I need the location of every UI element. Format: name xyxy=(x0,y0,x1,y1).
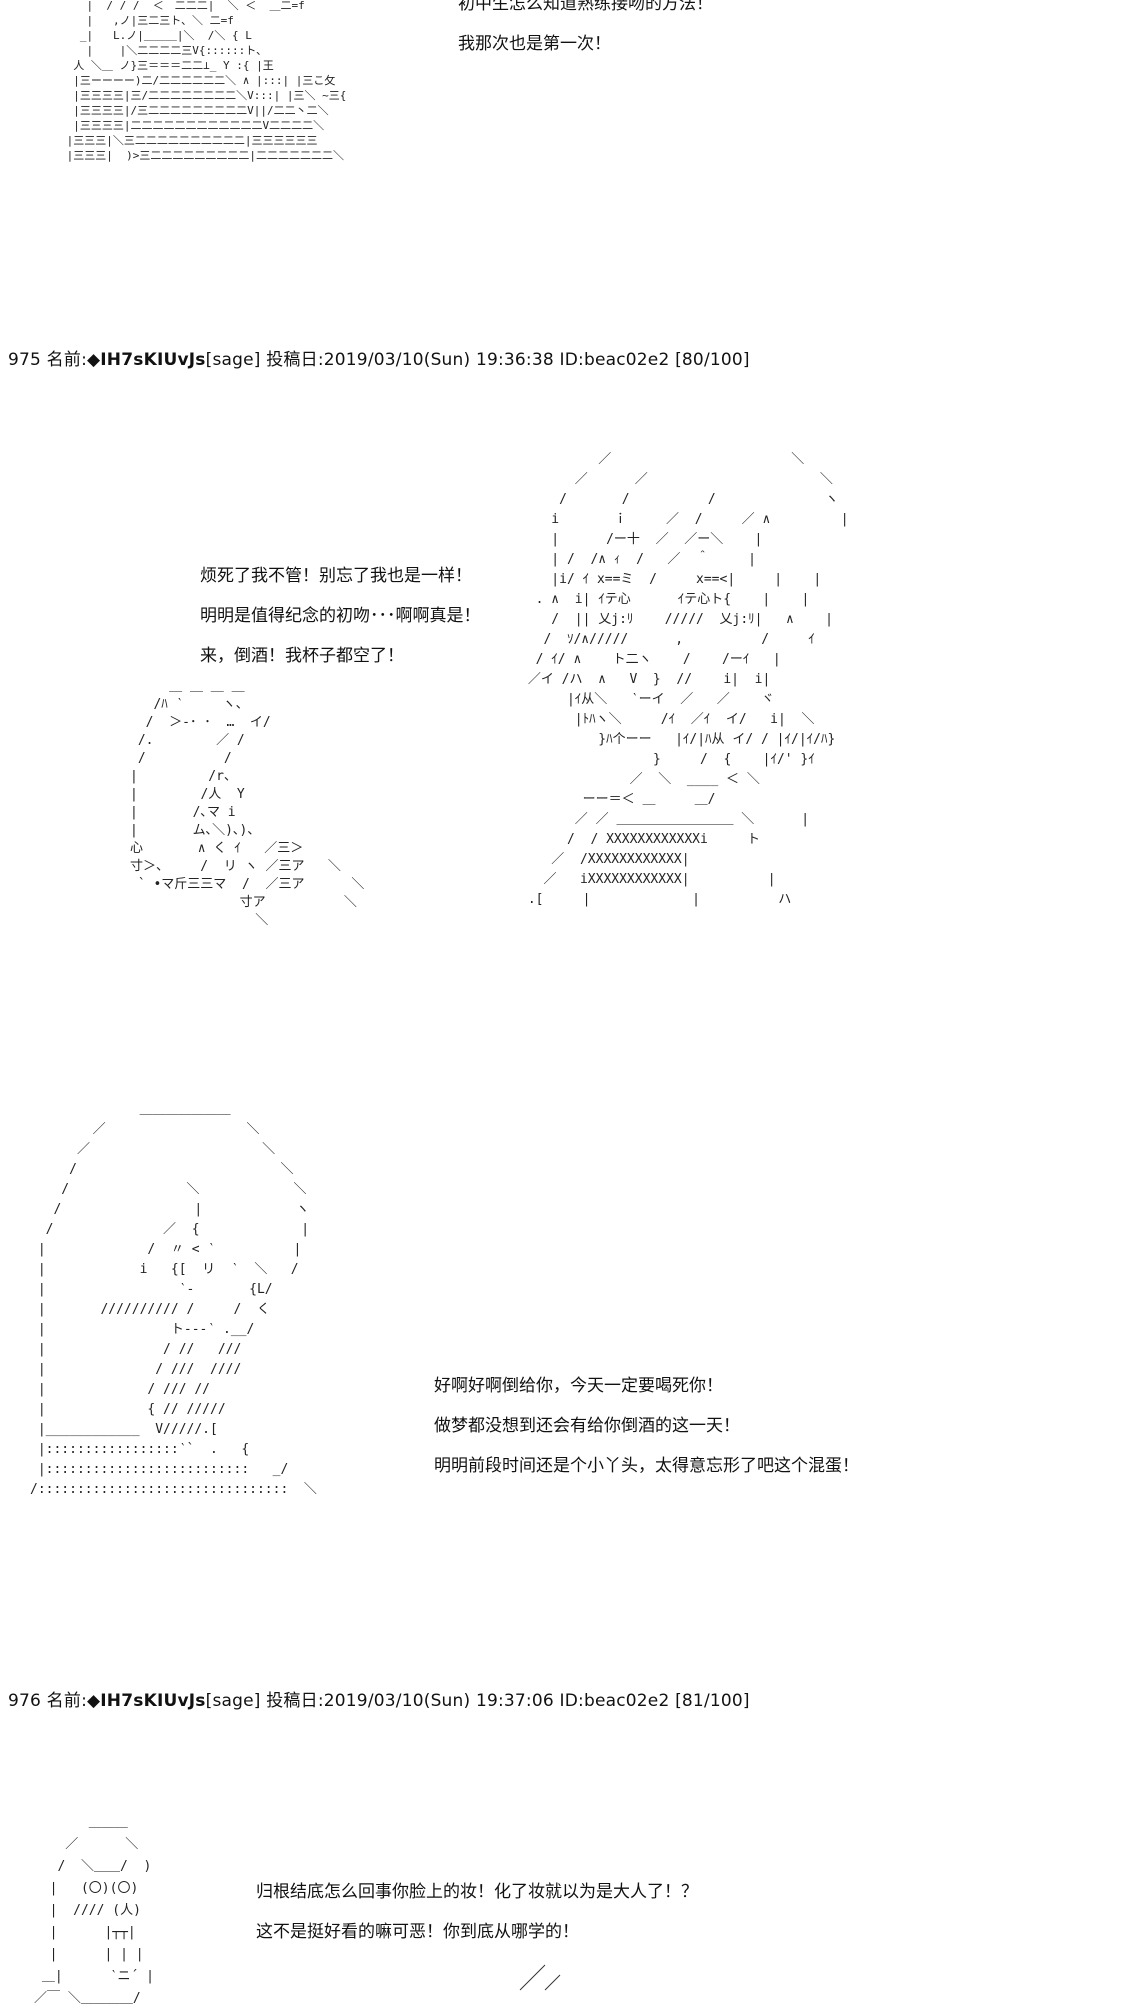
dialogue-line: 来，倒酒！我杯子都空了！ xyxy=(200,646,404,666)
ascii-girl: ／ ＼ ／ ／ ＼ / / / ヽ i ｉ ／ / ／ ∧ | | /ー十 ／ … xyxy=(527,452,849,907)
dialogue-976: 归根结底怎么回事你脸上的妆！化了妆就以为是大人了！？ 这不是挺好看的嘛可恶！你到… xyxy=(256,1872,698,1952)
post-trip: ◆IH7sKIUvJs xyxy=(87,1691,206,1711)
post-header-975: 975 名前:◆IH7sKIUvJs[sage] 投稿日:2019/03/10(… xyxy=(8,345,750,370)
dialogue-line: 归根结底怎么回事你脸上的妆！化了妆就以为是大人了！？ xyxy=(256,1882,698,1902)
dialogue-975a: 烦死了我不管！别忘了我也是一样！ 明明是值得纪念的初吻･･･啊啊真是！ 来，倒酒… xyxy=(200,556,481,676)
dialogue-line: 明明是值得纪念的初吻･･･啊啊真是！ xyxy=(200,606,481,626)
dialogue-line: 好啊好啊倒给你，今天一定要喝死你！ xyxy=(434,1376,723,1396)
dialogue-top: 初中生怎么知道熟练接吻的方法！ 我那次也是第一次！ xyxy=(458,0,713,64)
post-date-label: 投稿日: xyxy=(266,1691,324,1711)
post-header-976: 976 名前:◆IH7sKIUvJs[sage] 投稿日:2019/03/10(… xyxy=(8,1686,750,1711)
post-date: 2019/03/10(Sun) 19:36:38 xyxy=(323,350,554,370)
ascii-mug: ＿ ＿ ＿ ＿ /ﾊ ‵ ヽ、 / ＞-･ ･ … イ/ /. ／ / / / … xyxy=(130,679,365,928)
post-number: 976 xyxy=(8,1691,42,1711)
post-date: 2019/03/10(Sun) 19:37:06 xyxy=(323,1691,554,1711)
post-id: ID:beac02e2 xyxy=(559,1691,670,1711)
dialogue-line: 明明前段时间还是个小丫头，太得意忘形了吧这个混蛋！ xyxy=(434,1456,859,1476)
stroke xyxy=(519,1964,546,1991)
dialogue-line: 做梦都没想到还会有给你倒酒的这一天！ xyxy=(434,1416,740,1436)
dialogue-line: 初中生怎么知道熟练接吻的方法！ xyxy=(458,0,713,14)
post-count: [81/100] xyxy=(675,1691,750,1711)
post-name-label: 名前: xyxy=(46,1691,87,1711)
post-name-label: 名前: xyxy=(46,350,87,370)
ascii-figure-top: | / / / ＜￣二二二| ＼ ＜ ＿二=f | ,ノ|三二三ト、＼ 二=f … xyxy=(66,0,347,162)
post-mail: [sage] xyxy=(205,350,261,370)
post-trip: ◆IH7sKIUvJs xyxy=(87,350,206,370)
dialogue-line: 烦死了我不管！别忘了我也是一样！ xyxy=(200,566,472,586)
post-count: [80/100] xyxy=(675,350,750,370)
ascii-small-face: ＿＿＿ ／ ＼ / ＼＿＿/ ) | (〇)(〇) | //// (人) | |… xyxy=(34,1815,154,2006)
dialogue-975b: 好啊好啊倒给你，今天一定要喝死你！ 做梦都没想到还会有给你倒酒的这一天！ 明明前… xyxy=(434,1366,859,1486)
post-id: ID:beac02e2 xyxy=(559,350,670,370)
dialogue-line: 这不是挺好看的嘛可恶！你到底从哪学的！ xyxy=(256,1922,579,1942)
post-mail: [sage] xyxy=(205,1691,261,1711)
stroke xyxy=(544,1974,561,1991)
dialogue-line: 我那次也是第一次！ xyxy=(458,34,611,54)
post-date-label: 投稿日: xyxy=(266,350,324,370)
post-number: 975 xyxy=(8,350,42,370)
ascii-man: ＿＿＿＿＿＿＿ ／ ＼ ／ ＼ / ＼ / ＼ ＼ / | ヽ / ／ { xyxy=(30,1102,317,1497)
